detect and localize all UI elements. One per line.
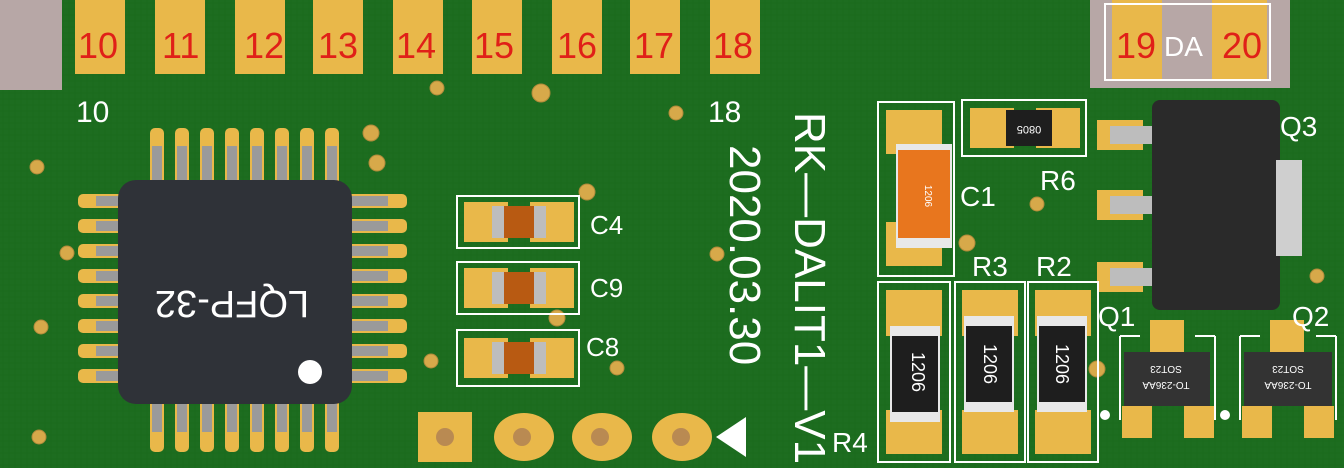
r6-body-marking: 0805	[1017, 123, 1041, 135]
edge-pad-label-11: 11	[162, 25, 199, 66]
edge-pad-20	[1212, 0, 1267, 80]
r3-body-marking: 1206	[980, 344, 1000, 384]
label-c1: C1	[960, 181, 996, 212]
edge-pad-label-19: 19	[1116, 25, 1156, 66]
ic-lqfp32-body	[118, 180, 352, 404]
res-r2	[1027, 281, 1099, 463]
label-r4: R4	[832, 427, 868, 458]
edge-pad-14	[393, 0, 443, 74]
c1-body-marking: 1206	[922, 185, 933, 208]
edge-pad-18	[710, 0, 760, 74]
q2-marking-1: SOT23	[1272, 363, 1304, 374]
q1-marking-2: TO-236AA	[1142, 379, 1189, 390]
edge-pad-label-14: 14	[396, 25, 436, 66]
r2-body-marking: 1206	[1052, 344, 1072, 384]
edge-pad-17	[630, 0, 680, 74]
cap-c8	[456, 329, 580, 387]
cap-c9	[456, 261, 580, 315]
label-q2: Q2	[1292, 301, 1329, 332]
silk-pin-end: 18	[708, 96, 741, 129]
cap-c1	[877, 101, 955, 277]
edge-pad-16	[552, 0, 602, 74]
silk-board-name: RK—DALIT1—V1	[785, 112, 834, 464]
label-c8: C8	[586, 332, 619, 362]
ic-pin1-dot	[298, 360, 322, 384]
edge-pad-label-16: 16	[557, 25, 597, 66]
edge-pad-label-12: 12	[244, 25, 284, 66]
transistor-q2	[1239, 320, 1337, 438]
transistor-q1	[1119, 320, 1216, 438]
ic-package-label: LQFP-32	[155, 282, 309, 324]
edge-pad-12	[235, 0, 285, 74]
edge-pad-13	[313, 0, 363, 74]
edge-pad-11	[155, 0, 205, 74]
edge-pad-label-17: 17	[634, 25, 674, 66]
silk-pin-start: 10	[76, 96, 109, 129]
edge-pad-15	[472, 0, 522, 74]
q1-marking-1: SOT23	[1150, 363, 1182, 374]
label-c4: C4	[590, 210, 623, 240]
label-r2: R2	[1036, 251, 1072, 282]
edge-pad-row	[75, 0, 1271, 81]
label-r3: R3	[972, 251, 1008, 282]
transistor-q3	[1097, 100, 1302, 310]
via	[29, 159, 45, 175]
edge-pad-label-15: 15	[474, 25, 514, 66]
edge-pad-label-18: 18	[713, 25, 753, 66]
label-q3: Q3	[1280, 111, 1317, 142]
edge-pad-label-13: 13	[318, 25, 358, 66]
silk-da: DA	[1164, 31, 1203, 62]
res-r4	[877, 281, 951, 463]
edge-pad-label-10: 10	[78, 25, 118, 66]
cap-c4	[456, 195, 580, 249]
edge-pad-19	[1112, 0, 1162, 80]
silk-date: 2020.03.30	[720, 145, 769, 365]
res-r3	[954, 281, 1026, 463]
res-r6	[961, 99, 1087, 157]
r4-body-marking: 1206	[908, 352, 928, 392]
label-c9: C9	[590, 273, 623, 303]
edge-pad-label-20: 20	[1222, 25, 1262, 66]
through-hole-pads	[418, 412, 746, 462]
edge-pad-10	[75, 0, 125, 74]
pin1-arrow	[716, 417, 746, 457]
label-q1: Q1	[1098, 301, 1135, 332]
q2-marking-2: TO-236AA	[1264, 379, 1311, 390]
label-r6: R6	[1040, 165, 1076, 196]
